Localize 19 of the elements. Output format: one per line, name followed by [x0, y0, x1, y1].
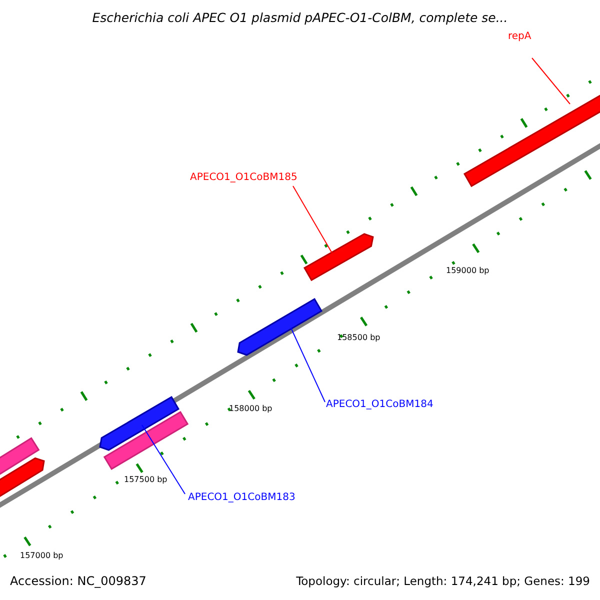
- gene-label: repA: [508, 31, 532, 42]
- leader-line: [532, 58, 570, 104]
- title: Escherichia coli APEC O1 plasmid pAPEC-O1-ColBM, complete se...: [91, 10, 509, 25]
- leader-line: [290, 328, 326, 402]
- summary-text: Topology: circular; Length: 174,241 bp; Genes: 199: [296, 574, 590, 588]
- gene-label: APECO1_O1CoBM183: [188, 492, 296, 503]
- position-label: 157000 bp: [20, 551, 64, 560]
- gene-arrow: [303, 233, 374, 282]
- position-label: 158500 bp: [337, 333, 380, 342]
- gene-arrow: [99, 396, 180, 451]
- gene-label: APECO1_O1CoBM185: [190, 172, 298, 183]
- gene-arrow: [237, 298, 323, 356]
- leader-line: [292, 186, 332, 254]
- leader-line: [142, 424, 186, 494]
- position-label: 157500 bp: [124, 475, 168, 484]
- accession-text: Accession: NC_009837: [10, 574, 146, 588]
- position-label: 159000 bp: [446, 266, 490, 275]
- position-label: 158000 bp: [229, 404, 272, 413]
- gene-label: APECO1_O1CoBM184: [326, 399, 434, 410]
